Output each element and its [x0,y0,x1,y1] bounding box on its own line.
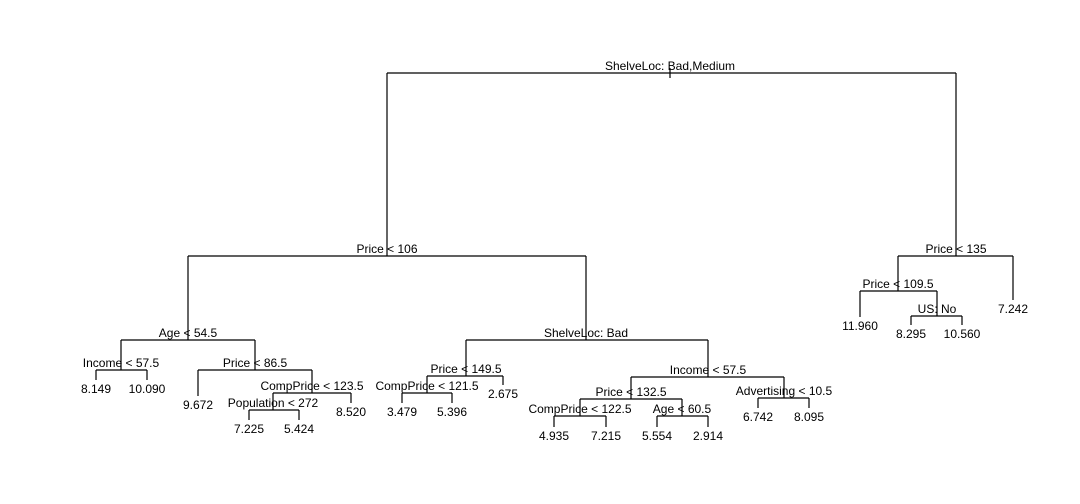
leaf-value: 7.225 [234,422,264,436]
leaf-value: 10.090 [129,382,166,396]
leaf-value: 8.520 [336,405,366,419]
leaf-value: 6.742 [743,410,773,424]
leaf-value: 7.242 [998,302,1028,316]
leaf-value: 5.424 [284,422,314,436]
leaf-value: 8.149 [81,382,111,396]
leaf-value: 11.960 [842,319,878,333]
leaf-value: 7.215 [591,429,621,443]
leaf-value: 8.295 [896,327,926,341]
leaf-value: 3.479 [387,405,417,419]
leaf-value: 2.914 [693,429,723,443]
split-label: ShelveLoc: Bad,Medium [605,59,735,73]
leaf-value: 4.935 [539,429,569,443]
leaf-value: 9.672 [183,398,213,412]
leaf-value: 8.095 [794,410,824,424]
leaf-value: 10.560 [944,327,981,341]
leaf-value: 2.675 [488,387,518,401]
leaf-value: 5.396 [437,405,467,419]
leaf-value: 5.554 [642,429,672,443]
